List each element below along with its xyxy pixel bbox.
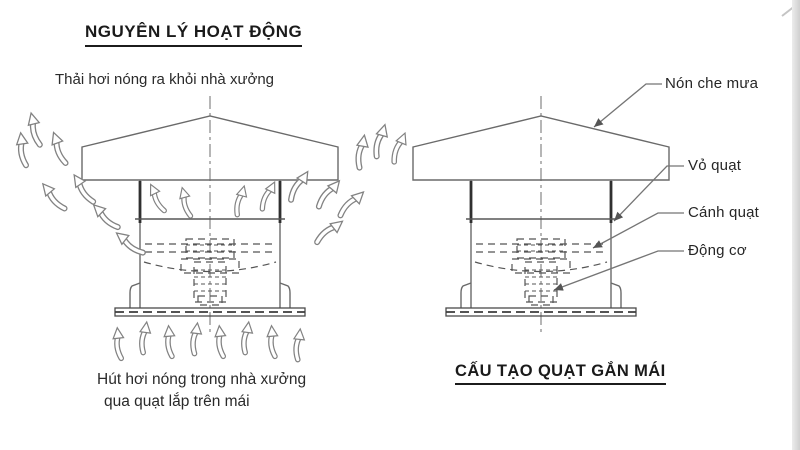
- airflow-in-arrows: [112, 321, 305, 360]
- airflow-out-arrows: [15, 112, 410, 258]
- left-section-subtitle: Thải hơi nóng ra khỏi nhà xưởng: [55, 71, 275, 88]
- callout-label-fan-blade: Cánh quạt: [688, 204, 760, 221]
- right-edge-artifact: [792, 0, 800, 450]
- left-caption-line1: Hút hơi nóng trong nhà xưởng: [97, 371, 307, 388]
- callout-label-motor: Động cơ: [688, 242, 747, 259]
- left-caption-line2: qua quạt lắp trên mái: [104, 393, 250, 410]
- callout-leader-lines: [553, 83, 684, 291]
- right-section-title: CẤU TẠO QUẠT GẮN MÁI: [455, 362, 666, 385]
- callout-label-fan-casing: Vỏ quạt: [688, 157, 742, 174]
- left-fan-drawing: [80, 94, 340, 334]
- callout-label-rain-cone: Nón che mưa: [665, 75, 759, 92]
- left-section-title: NGUYÊN LÝ HOẠT ĐỘNG: [85, 22, 303, 47]
- right-fan-drawing: [411, 94, 671, 334]
